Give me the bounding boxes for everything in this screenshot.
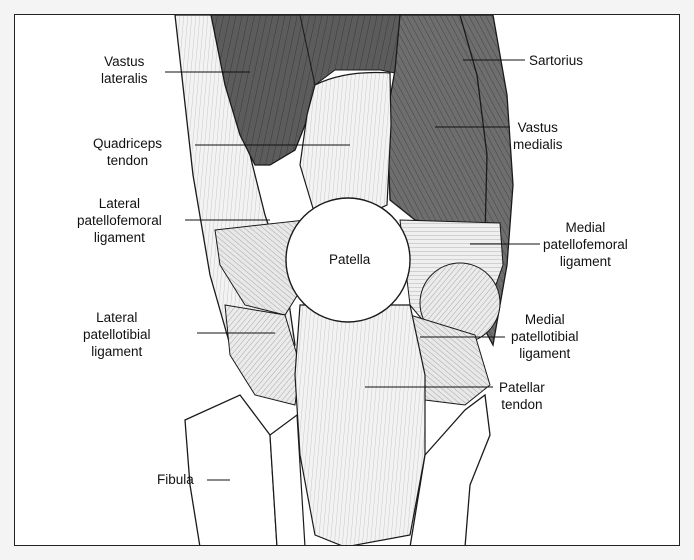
patellar-tendon-shape — [294, 304, 426, 545]
label-patella: Patella — [329, 252, 371, 267]
label-sartorius: Sartorius — [529, 53, 584, 68]
patella-shape — [285, 197, 411, 323]
medial-leg-outline — [409, 393, 491, 545]
label-medial-patellofemoral-ligament: Medial patellofemoral ligament — [543, 220, 628, 269]
leader-lines — [165, 59, 540, 481]
label-quadriceps-tendon: Quadriceps tendon — [93, 136, 163, 168]
tibia-outline — [269, 413, 306, 545]
knee-anatomy-illustration — [165, 15, 540, 545]
lateral-patellotibial-shape — [224, 304, 301, 406]
label-fibula: Fibula — [157, 472, 194, 487]
label-lateral-patellofemoral-ligament: Lateral patellofemoral ligament — [77, 196, 162, 245]
label-lateral-patellotibial-ligament: Lateral patellotibial ligament — [83, 310, 151, 359]
diagram-frame: Vastus lateralis Quadriceps tendon Later… — [14, 14, 680, 546]
label-vastus-lateralis: Vastus lateralis — [101, 54, 148, 86]
label-patellar-tendon: Patellar tendon — [499, 380, 545, 412]
label-medial-patellotibial-ligament: Medial patellotibial ligament — [511, 312, 579, 361]
fibula-shape — [184, 394, 278, 545]
label-vastus-medialis: Vastus medialis — [513, 120, 563, 152]
